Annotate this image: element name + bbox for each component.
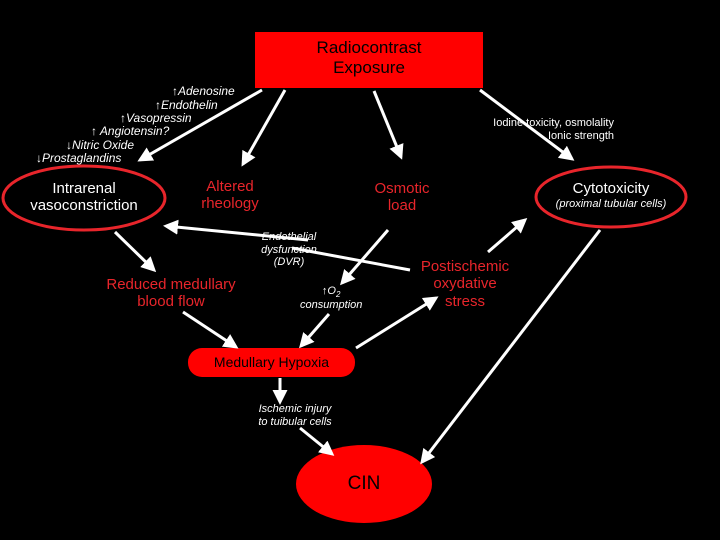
mediator-adenosine: ↑Adenosine [172,84,235,98]
o2-prefix: ↑O [321,285,336,297]
vasoconstriction-ring [1,164,167,232]
cytotoxicity-sub: (proximal tubular cells) [555,198,667,210]
arrow-to-iodine [479,88,575,161]
mediator-nitric-oxide: ↓Nitric Oxide [66,138,135,152]
arrow-o2-hypoxia [299,313,331,349]
cytotoxicity-title: Cytotoxicity [572,180,650,197]
arrow-postischemic-cytotox [487,218,528,254]
arrow-rheology-vaso [163,219,309,242]
medullary-flow-label: Reduced medullary blood flow [106,276,236,311]
arrows [113,88,602,465]
arrow-hypoxia-postischemic [355,296,439,350]
cin-label: CIN [347,473,381,494]
arrow-to-osmotic [372,90,404,160]
radiocontrast-label: Radiocontrast Exposure [316,38,422,77]
ischemic-injury-label: Ischemic injury to tuibular cells [258,403,332,428]
radiocontrast-box [255,32,483,88]
o2-suffix: consumption [300,299,363,312]
mediator-endothelin: ↑Endothelin [155,98,218,112]
arrow-endothelial-postischemic [291,246,411,272]
arrow-vaso-flow [113,230,157,273]
vasoconstriction-label: Intrarenal vasoconstriction [30,180,138,215]
arrow-ischemic-cin [299,426,335,456]
postischemic-label: Postischemic oxydative stress [420,258,510,310]
osmotic-label: Osmotic load [374,180,430,215]
medullary-hypoxia-box [188,348,355,377]
arrow-cytotox-cin [420,229,602,465]
endothelial-label: Endothelial dysfunction (DVR) [261,231,317,269]
rheology-label: Altered rheology [201,178,259,213]
cytotoxicity-ring [534,165,688,229]
mediator-angiotensin: ↑ Angiotensin? [91,124,170,138]
o2-subscript: 2 [335,290,341,300]
mediator-vasopressin: ↑Vasopressin [120,111,192,125]
mediator-prostaglandins: ↓Prostaglandins [36,151,122,165]
medullary-hypoxia-label: Medullary Hypoxia [213,354,330,370]
arrow-osmotic-o2 [340,229,390,286]
arrow-flow-hypoxia [182,310,239,349]
iodine-note: Iodine toxicity, osmolality Ionic streng… [493,117,614,142]
arrow-to-mediators [137,88,263,162]
cin-ring [296,445,432,523]
arrow-to-rheology [241,89,287,167]
